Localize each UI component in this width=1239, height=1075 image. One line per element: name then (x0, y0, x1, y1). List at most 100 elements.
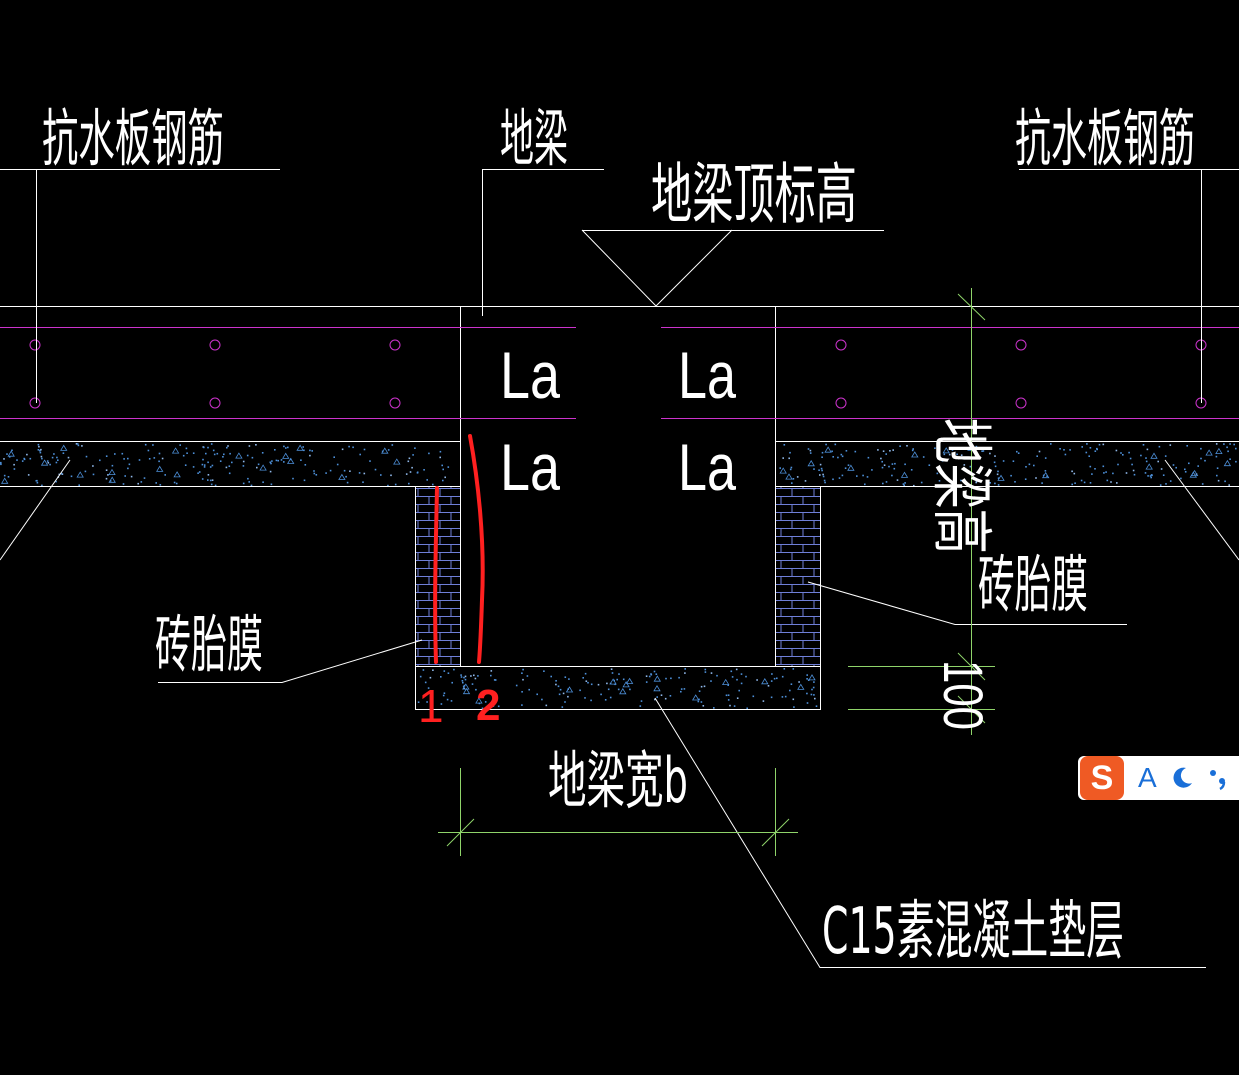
ime-mode-indicator[interactable]: A (1138, 762, 1157, 793)
speckle (584, 672, 587, 675)
speckle (363, 448, 366, 451)
speckle (1150, 476, 1152, 479)
speckle (1002, 460, 1005, 462)
ime-toolbar[interactable]: S A (1078, 756, 1239, 800)
ime-logo-icon[interactable]: S (1080, 756, 1124, 800)
speckle (211, 479, 214, 481)
speckle (567, 695, 569, 698)
rebar-label-right: 抗水板钢筋 (1015, 102, 1195, 175)
speckle (1149, 475, 1152, 477)
speckle (184, 464, 187, 466)
speckle (568, 678, 570, 680)
aggregate-mark (1190, 469, 1199, 476)
speckle (242, 460, 245, 463)
speckle (893, 467, 896, 470)
speckle (40, 448, 42, 451)
speckle (84, 470, 87, 473)
speckle (41, 484, 43, 487)
speckle (55, 461, 58, 464)
aggregate-mark (1215, 447, 1223, 454)
speckle (640, 700, 643, 702)
moon-icon[interactable] (1169, 765, 1195, 791)
speckle (767, 685, 770, 687)
speckle (207, 479, 209, 481)
speckle (39, 449, 41, 452)
speckle (359, 453, 361, 456)
speckle (228, 472, 231, 475)
speckle (443, 692, 446, 694)
speckle (1159, 484, 1162, 486)
aggregate-mark (785, 473, 793, 480)
speckle (1131, 463, 1133, 466)
speckle (1223, 443, 1225, 445)
speckle (1145, 457, 1147, 459)
speckle (1129, 457, 1132, 460)
speckle (770, 696, 773, 699)
speckle (810, 693, 813, 696)
speckle (159, 484, 162, 486)
speckle (969, 465, 972, 468)
speckle (247, 477, 249, 480)
beam-width-label: 地梁宽b (548, 744, 688, 817)
speckle (144, 443, 147, 446)
speckle (109, 480, 112, 482)
speckle (1073, 472, 1076, 475)
speckle (680, 688, 683, 690)
rebar-dots (29, 339, 1207, 409)
speckle (202, 458, 204, 461)
speckle (1172, 464, 1175, 466)
speckle (1106, 479, 1109, 482)
speckle (1083, 481, 1086, 484)
speckle (1059, 448, 1061, 450)
speckle (56, 456, 58, 459)
aggregate-mark (259, 464, 267, 471)
speckle (75, 443, 78, 445)
speckle (866, 476, 869, 478)
speckle (756, 679, 758, 681)
punctuation-icon[interactable] (1205, 765, 1231, 791)
speckle (607, 688, 610, 691)
speckle (451, 681, 453, 684)
speckle (262, 481, 264, 483)
speckle (811, 688, 813, 691)
speckle (274, 449, 276, 451)
speckle (61, 473, 64, 475)
speckle (1012, 460, 1015, 462)
speckle (789, 468, 792, 471)
speckle (256, 466, 258, 469)
speckle (251, 456, 254, 459)
speckle (222, 456, 224, 458)
rebar-dot (835, 397, 847, 409)
brick-form-label-right: 砖胎膜 (978, 548, 1088, 621)
speckle (740, 673, 743, 675)
speckle (804, 480, 807, 482)
speckle (788, 457, 790, 460)
structure-lines (0, 306, 1239, 710)
speckle (782, 457, 784, 459)
speckle (888, 465, 890, 468)
speckle (1010, 474, 1012, 477)
speckle (1217, 479, 1220, 482)
speckle (629, 688, 631, 691)
speckle (936, 472, 939, 475)
speckle (47, 462, 50, 464)
speckle (450, 700, 453, 702)
speckle (242, 482, 245, 485)
speckle (67, 456, 70, 459)
speckle (292, 477, 294, 480)
speckle (348, 445, 350, 448)
speckle (616, 678, 618, 681)
speckle (277, 459, 279, 462)
speckle (475, 688, 477, 691)
aggregate-mark (173, 471, 181, 478)
speckle (941, 460, 944, 462)
speckle (23, 457, 25, 460)
speckle (821, 456, 823, 458)
speckle (770, 680, 773, 682)
speckle (854, 450, 857, 453)
aggregate-mark (296, 444, 304, 451)
speckle (809, 452, 812, 454)
red-annotations (433, 434, 485, 664)
speckle (910, 469, 913, 471)
speckle (3, 474, 6, 477)
